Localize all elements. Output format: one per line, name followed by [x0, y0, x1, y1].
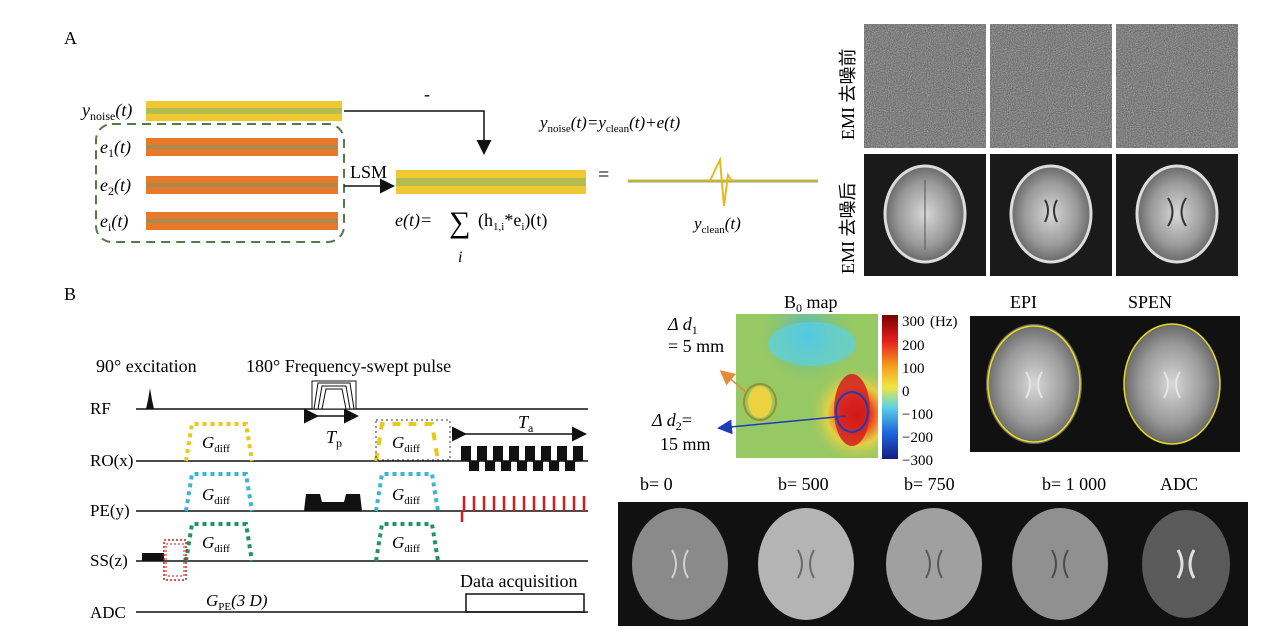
adc-map-image — [1142, 510, 1230, 618]
pe-gdiff-lobe-2 — [374, 472, 440, 512]
row-label-before: EMI 去噪前 — [838, 49, 858, 141]
svg-text:i: i — [458, 249, 462, 266]
colorbar-unit: (Hz) — [930, 314, 957, 330]
e1-label: e1(t) — [100, 137, 131, 160]
ss-3d-phase-encoding — [163, 539, 187, 581]
reference-channel-box — [95, 123, 345, 243]
dwi-b500 — [758, 508, 854, 620]
b500-label: b= 500 — [778, 474, 829, 494]
pe-spen-encoding-gradient — [304, 494, 362, 511]
b0-field-map — [736, 314, 878, 458]
svg-text:∑: ∑ — [449, 206, 470, 239]
pe-gdiff-label-2: Gdiff — [392, 485, 420, 507]
delta-d1-label: Δ d1 — [667, 314, 698, 337]
ss-gdiff-lobe-1 — [184, 522, 254, 562]
b750-label: b= 750 — [904, 474, 955, 494]
svg-text:100: 100 — [902, 361, 925, 377]
ss-gdiff-label-1: Gdiff — [202, 533, 230, 555]
subtract-arrow — [344, 110, 492, 155]
ei-waveform — [146, 212, 338, 230]
emi-image-grid — [862, 22, 1240, 278]
ta-label: Ta — [518, 412, 534, 435]
delta-d1-arrow — [719, 370, 747, 393]
frequency-swept-pulse-label: 180° Frequency-swept pulse — [246, 356, 451, 376]
delta-d1-value: = 5 mm — [668, 336, 724, 356]
spen-outline — [1123, 323, 1221, 445]
lsm-label: LSM — [350, 162, 387, 182]
y-noise-label: ynoise(t) — [80, 100, 132, 123]
ro-gdiff-lobe-2 — [374, 422, 440, 462]
rf-pulses — [146, 380, 357, 410]
channel-rf: RF — [90, 399, 111, 418]
b0-label: b= 0 — [640, 474, 673, 494]
dwi-b1000 — [1012, 508, 1108, 620]
panel-b-label: B — [64, 284, 76, 304]
svg-text:e(t)=: e(t)= — [395, 210, 432, 231]
delta-d2-label: Δ d2= — [651, 410, 692, 433]
excitation-label: 90° excitation — [96, 356, 197, 376]
e1-waveform — [146, 138, 338, 156]
adc-map-label: ADC — [1160, 474, 1198, 494]
e2-waveform — [146, 176, 338, 194]
pe-gdiff-lobe-1 — [184, 472, 254, 512]
pe-blips — [460, 496, 586, 522]
diffusion-image-strip — [618, 502, 1248, 626]
b0-colorbar — [882, 315, 898, 459]
svg-text:0: 0 — [902, 384, 910, 400]
clean-signal-waveform — [628, 156, 818, 207]
data-acquisition-label: Data acquisition — [460, 571, 577, 591]
dwi-b0 — [632, 508, 728, 620]
svg-text:−100: −100 — [902, 407, 933, 423]
ei-label: ei(t) — [100, 211, 128, 234]
y-clean-label: yclean(t) — [692, 214, 741, 236]
colorbar-ticks: 300 200 100 0 −100 −200 −300 — [902, 314, 933, 469]
ro-readout-gradient — [461, 446, 583, 471]
pe-gdiff-label-1: Gdiff — [202, 485, 230, 507]
row-label-after: EMI 去噪后 — [838, 183, 858, 275]
epi-spen-images — [970, 316, 1240, 452]
epi-label: EPI — [1010, 292, 1037, 312]
svg-text:200: 200 — [902, 338, 925, 354]
equals-sign: = — [598, 164, 609, 186]
epi-outline — [987, 325, 1081, 443]
svg-text:300: 300 — [902, 314, 925, 330]
e2-label: e2(t) — [100, 175, 131, 198]
channel-ss: SS(z) — [90, 551, 128, 570]
channel-pe: PE(y) — [90, 501, 130, 520]
ro-gdiff-lobe-1 — [184, 422, 254, 462]
signal-model-equation: ynoise(t)=yclean(t)+e(t) — [538, 113, 681, 135]
dwi-b750 — [886, 508, 982, 620]
delta-d2-arrow — [717, 415, 847, 435]
tp-label: Tp — [326, 427, 342, 450]
adc-window — [465, 593, 585, 613]
b1000-label: b= 1 000 — [1042, 474, 1106, 494]
ss-gdiff-lobe-2 — [374, 522, 440, 562]
b0-map-title: B0 map — [784, 292, 838, 315]
sum-equation: e(t)= ∑ i (h1,i*ei)(t) — [395, 206, 547, 266]
ro-gdiff-label-2: Gdiff — [392, 433, 420, 455]
ss-slab-gradient — [142, 553, 164, 561]
epi-brain — [986, 324, 1082, 444]
ro-gdiff-label-1: Gdiff — [202, 433, 230, 455]
svg-text:(h1,i*ei)(t): (h1,i*ei)(t) — [478, 210, 547, 233]
channel-adc: ADC — [90, 603, 126, 622]
ss-gdiff-label-2: Gdiff — [392, 533, 420, 555]
channel-ro: RO(x) — [90, 451, 133, 470]
svg-text:−200: −200 — [902, 430, 933, 446]
frontal-roi-circle-large — [835, 391, 869, 433]
minus-sign: - — [424, 84, 430, 104]
frontal-roi-circle-small — [743, 383, 777, 421]
spen-label: SPEN — [1128, 292, 1172, 312]
gpe-3d-label: GPE(3 D) — [206, 591, 268, 613]
ro-gdiff-dotted-box — [375, 419, 451, 461]
y-noise-waveform — [146, 101, 342, 121]
svg-text:−300: −300 — [902, 453, 933, 469]
panel-a-label: A — [64, 28, 77, 48]
estimated-noise-waveform — [396, 170, 586, 194]
delta-d2-value: 15 mm — [660, 434, 711, 454]
spen-brain — [1124, 324, 1220, 444]
